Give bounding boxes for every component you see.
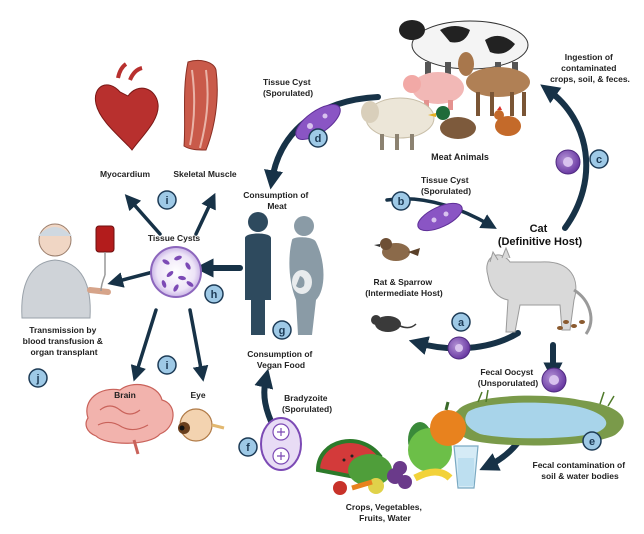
svg-text:e: e	[589, 436, 595, 448]
svg-text:a: a	[458, 317, 465, 329]
fecal-oocyst-unsporulated	[542, 368, 566, 392]
arrow-cysts-to-eye	[190, 310, 202, 374]
eye-icon	[178, 409, 224, 441]
bradyzoite-sporulated	[261, 418, 301, 470]
label-fecal-oocyst: Fecal Oocyst (Unsporulated)	[478, 367, 539, 388]
svg-text:i: i	[165, 360, 168, 372]
meat-animals-illustration	[361, 20, 530, 150]
label-eye: Eye	[190, 390, 205, 400]
sparrow-icon	[374, 238, 420, 261]
badge-b: b	[392, 192, 410, 210]
svg-text:h: h	[211, 289, 218, 301]
svg-text:j: j	[35, 373, 39, 385]
svg-text:d: d	[315, 133, 322, 145]
svg-text:i: i	[165, 195, 168, 207]
label-ingestion: Ingestion of contaminated crops, soil, &…	[550, 52, 630, 84]
label-tissue-cyst-mid: Tissue Cyst (Sporulated)	[421, 175, 471, 196]
heart-icon	[95, 64, 158, 150]
oocyst-c	[556, 150, 580, 174]
arrow-cysts-to-myocardium	[130, 200, 160, 234]
label-transmission: Transmission by blood transfusion & orga…	[23, 325, 106, 357]
svg-text:c: c	[596, 154, 602, 166]
arrow-cysts-to-muscle	[196, 200, 212, 234]
oocyst-a	[448, 337, 470, 359]
label-tissue-cyst-top: Tissue Cyst (Sporulated)	[263, 77, 313, 98]
duck-icon	[428, 106, 476, 139]
label-rat-sparrow: Rat & Sparrow (Intermediate Host)	[365, 277, 443, 298]
arrow-cysts-to-blood	[115, 272, 153, 282]
badge-g: g	[273, 321, 291, 339]
badge-j: j	[29, 369, 47, 387]
label-cat: Cat (Definitive Host)	[498, 223, 583, 248]
label-consumption-meat: Consumption of Meat	[243, 190, 311, 211]
humans-man-and-pregnant-woman	[245, 212, 324, 335]
label-brain: Brain	[114, 390, 136, 400]
svg-text:g: g	[279, 325, 286, 337]
svg-text:f: f	[246, 442, 250, 454]
label-consumption-vegan: Consumption of Vegan Food	[247, 349, 315, 370]
chicken-icon	[494, 106, 521, 136]
rat-icon	[371, 315, 416, 332]
label-skeletal-muscle: Skeletal Muscle	[173, 169, 237, 179]
label-tissue-cysts: Tissue Cysts	[148, 233, 201, 243]
badge-f: f	[239, 438, 257, 456]
label-crops: Crops, Vegetables, Fruits, Water	[346, 502, 424, 523]
label-bradyzoite: Bradyzoite (Sporulated)	[282, 393, 332, 414]
cat-icon	[487, 248, 591, 334]
badge-c: c	[590, 150, 608, 168]
badge-h: h	[205, 285, 223, 303]
badge-a: a	[452, 313, 470, 331]
patient-illustration	[22, 224, 108, 318]
skeletal-muscle-icon	[184, 60, 217, 150]
label-fecal-contamination: Fecal contamination of soil & water bodi…	[533, 460, 628, 481]
blood-bag-icon	[96, 226, 114, 291]
water-glass-icon	[454, 446, 478, 488]
label-myocardium: Myocardium	[100, 169, 151, 179]
label-meat-animals: Meat Animals	[431, 152, 489, 162]
badge-i-top: i	[158, 191, 176, 209]
svg-text:b: b	[398, 196, 405, 208]
badge-i-bottom: i	[158, 356, 176, 374]
arrow-cysts-to-brain	[136, 310, 156, 374]
badge-e: e	[583, 432, 601, 450]
crops-vegetables-fruits-illustration	[318, 402, 466, 495]
badge-d: d	[309, 129, 327, 147]
tissue-cysts-cell	[151, 247, 201, 297]
sheep-icon	[361, 98, 434, 150]
